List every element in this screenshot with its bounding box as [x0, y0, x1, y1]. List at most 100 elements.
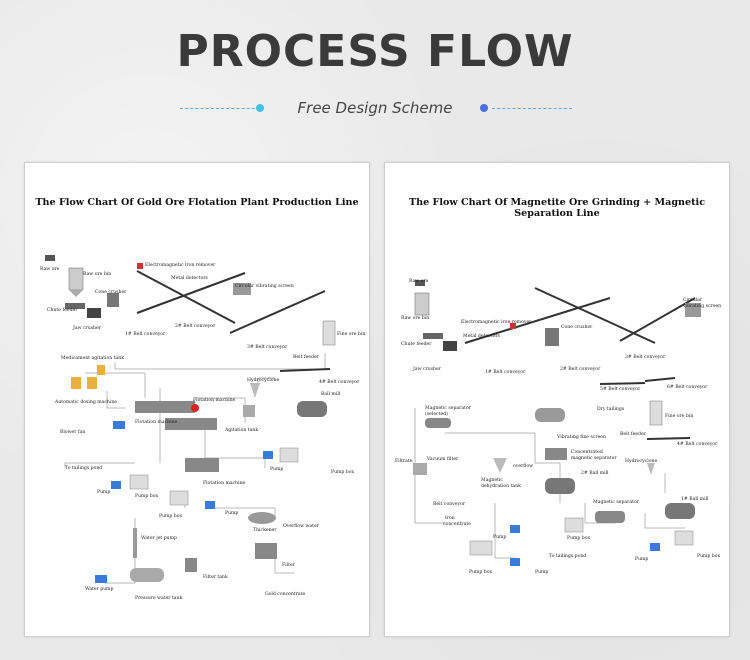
- vacuum-filter-icon: [413, 463, 427, 475]
- pump-b-icon: [510, 525, 520, 533]
- label-metal-detectors: Metal detectors: [171, 275, 209, 281]
- gold-flotation-title: The Flow Chart Of Gold Ore Flotation Pla…: [35, 197, 359, 208]
- belt-conveyor-2: [136, 270, 236, 324]
- left-accent-dot: [256, 104, 264, 112]
- label-iron-remover: Electromagnetic iron remover: [145, 262, 216, 268]
- belt-conveyor-4: [279, 368, 331, 372]
- label-jaw-crusher: Jaw crusher: [72, 325, 102, 331]
- label-chute-feeder: Chute feeder: [401, 341, 432, 347]
- belt-conveyor-1: [464, 297, 611, 344]
- label-blower-fan: Blower fan: [60, 429, 85, 435]
- label-flotation-c: Flotation machine: [203, 480, 246, 486]
- label-belt-2: 2# Belt conveyor: [560, 366, 601, 372]
- filter-icon: [255, 543, 277, 559]
- label-belt-4: 4# Belt conveyor: [319, 379, 360, 385]
- label-separator-selected-1: Magnetic separator: [425, 405, 472, 411]
- flotation-machine-c-icon: [185, 458, 219, 472]
- dosing-machine-icon: [71, 377, 81, 389]
- label-pump-box-a: Pump box: [697, 553, 721, 559]
- pump-a-icon: [650, 543, 660, 551]
- label-filtrate: Filtrate: [395, 458, 413, 464]
- label-belt-feeder: Belt feeder: [293, 354, 320, 360]
- jaw-crusher-icon: [87, 308, 101, 318]
- page-title: PROCESS FLOW: [176, 26, 574, 77]
- belt-conveyor-2: [534, 287, 656, 344]
- pump-box-c-icon: [169, 490, 189, 506]
- raw-ore-bin-icon: [68, 267, 84, 291]
- raw-ore-truck-icon: [415, 280, 425, 286]
- label-belt-1: 1# Belt conveyor: [485, 369, 526, 375]
- magnetite-panel: The Flow Chart Of Magnetite Ore Grinding…: [384, 162, 730, 637]
- chute-feeder-icon: [423, 333, 443, 339]
- belt-conveyor-3: [619, 297, 696, 342]
- pump-box-b-icon: [129, 474, 149, 490]
- fine-ore-bin-icon: [322, 320, 336, 346]
- vibrating-screen-icon: [233, 283, 251, 295]
- pump-a-icon: [263, 451, 273, 459]
- label-ball-mill-1: 1# Ball mill: [681, 496, 709, 502]
- label-pump-box-c: Pump box: [159, 513, 183, 519]
- vibrating-screen-icon: [685, 303, 701, 317]
- ball-mill-2-icon: [545, 478, 575, 494]
- pump-c-icon: [205, 501, 215, 509]
- pump-box-a-icon: [279, 447, 299, 463]
- label-vibrating-screen: vibrating screen: [682, 303, 721, 309]
- label-chute-feeder: Chute feeder: [47, 307, 78, 313]
- label-dosing-machine: Automatic dosing machine: [54, 399, 117, 405]
- label-overflow-water: Overflow water: [283, 523, 320, 529]
- label-magnetic-separator: Magnetic separator: [593, 499, 640, 505]
- label-raw-ore: Raw ore: [40, 266, 60, 272]
- hydrocyclone-icon: [250, 383, 260, 398]
- diagram-labels: Raw ore Raw ore bin Electromagnetic iron…: [40, 262, 365, 601]
- pump-box-b-icon: [564, 517, 584, 533]
- label-flotation-a: Flotation machine: [193, 397, 236, 403]
- dosing-machine-icon-2: [87, 377, 97, 389]
- equipment-right: [413, 280, 701, 566]
- label-pump-b: Pump: [97, 489, 110, 495]
- raw-ore-truck-icon: [45, 255, 55, 261]
- belt-conveyor-4: [646, 437, 691, 440]
- label-jaw-crusher: Jaw crusher: [412, 366, 442, 372]
- label-raw-ore: Raw ore: [409, 278, 429, 284]
- label-pump-box-b: Pump box: [135, 493, 159, 499]
- agitation-tank-icon: [243, 405, 255, 417]
- label-vibrating-screen: Circular vibrating screen: [235, 283, 294, 289]
- magnetic-separator-selected-icon: [425, 418, 451, 428]
- label-belt-4: 4# Belt conveyor: [677, 441, 718, 447]
- label-tailings-pond: To tailings pond: [549, 553, 586, 559]
- right-dashed-divider: [492, 108, 572, 110]
- equipment: [45, 255, 336, 583]
- label-dry-tailings: Dry tailings: [597, 406, 625, 412]
- label-dehydration-2: dehydration tank: [481, 483, 521, 489]
- right-accent-dot: [480, 104, 488, 112]
- belt-conveyors-right: [464, 287, 696, 440]
- water-pump-icon: [95, 575, 107, 583]
- flotation-machine-b-icon: [165, 418, 217, 430]
- label-water-pump: Water pump: [85, 586, 114, 592]
- label-filter-tank: Filter tank: [203, 574, 228, 580]
- label-dehydration-1: Magnetic: [481, 477, 503, 483]
- pump-b-icon: [111, 481, 121, 489]
- flotation-logo-icon: [191, 404, 199, 412]
- iron-remover-icon: [137, 263, 143, 269]
- ball-mill-icon: [297, 401, 327, 417]
- label-thickener: Thickener: [253, 527, 277, 533]
- cone-crusher-icon: [107, 293, 119, 307]
- label-pump-box-c: Pump box: [469, 569, 493, 575]
- label-pump-c: Pump: [535, 569, 548, 575]
- hopper-icon: [69, 290, 83, 297]
- label-pump-c: Pump: [225, 510, 238, 516]
- label-agitation-tank: Agitation tank: [224, 427, 258, 433]
- label-ball-mill-2: 2# Ball mill: [581, 470, 609, 476]
- label-separator-selected-2: (selected): [425, 410, 448, 417]
- left-dashed-divider: [180, 108, 260, 110]
- pressure-tank-icon: [130, 568, 164, 582]
- label-concentrated-2: magnetic separator: [571, 455, 617, 461]
- cone-crusher-icon: [545, 328, 559, 346]
- pump-c-icon: [510, 558, 520, 566]
- label-pressure-tank: Pressure water tank: [135, 595, 182, 601]
- diagram-labels-right: Raw ore Raw ore bin Electromagnetic iron…: [395, 278, 721, 575]
- agitation-tank-small-icon: [97, 365, 105, 375]
- page-subtitle: Free Design Scheme: [297, 99, 453, 117]
- belt-conveyor-5: [599, 382, 646, 385]
